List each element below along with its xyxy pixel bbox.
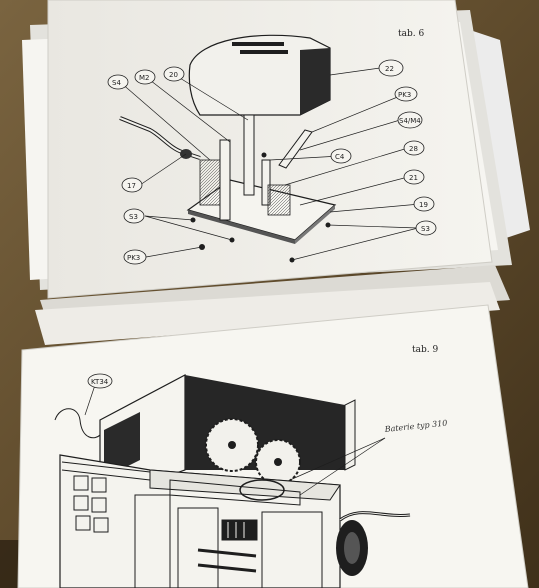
svg-text:PK3: PK3 [127,254,140,262]
svg-text:28: 28 [409,145,418,153]
callout: 22 [378,59,404,77]
locomotive-body [59,454,341,588]
tab9-label: tab. 9 [412,345,438,355]
callout: KT34 [87,373,113,389]
svg-text:17: 17 [127,182,136,190]
callouts-tab6: 22 20 M2 S4 PK3 S4/M4 [107,59,437,265]
gear-wheels [205,418,301,485]
cab-windows [73,475,109,533]
wheel-object [336,520,368,576]
callout: PK3 [394,86,418,102]
svg-text:19: 19 [419,201,428,209]
tab6-label: tab. 6 [398,29,424,39]
svg-text:21: 21 [409,174,418,182]
svg-text:PK3: PK3 [398,91,411,99]
svg-text:S4: S4 [112,79,121,87]
svg-text:22: 22 [385,65,394,73]
leader-kt34 [84,384,96,416]
callout: C4 [330,148,352,164]
callout: S3 [123,208,145,224]
callout: 19 [413,196,435,212]
spring-rail [278,129,313,169]
callout: 28 [403,140,425,156]
svg-text:S3: S3 [129,213,138,221]
svg-text:S4/M4: S4/M4 [399,117,421,125]
handrails [61,461,151,481]
callout: S3 [415,220,437,236]
diagram-sheet-tab6: tab. 6 [47,0,493,299]
body-panels [134,494,323,588]
callout: PK3 [123,249,147,265]
callout: M2 [134,69,156,85]
callout: S4/M4 [397,111,423,129]
motor-cover [188,34,331,116]
svg-text:20: 20 [169,71,178,79]
svg-text:M2: M2 [139,74,150,82]
svg-text:S3: S3 [421,225,430,233]
svg-text:KT34: KT34 [91,378,109,386]
svg-text:C4: C4 [335,153,345,161]
leader-lines [119,67,421,261]
callout: 20 [163,66,185,82]
diagram-sheet-tab9: tab. 9 [17,304,529,588]
callout: 17 [121,177,143,193]
wire-kt34 [54,408,101,439]
mechanism-posts [199,114,291,221]
callout: 21 [403,169,425,185]
callout: S4 [107,74,129,90]
